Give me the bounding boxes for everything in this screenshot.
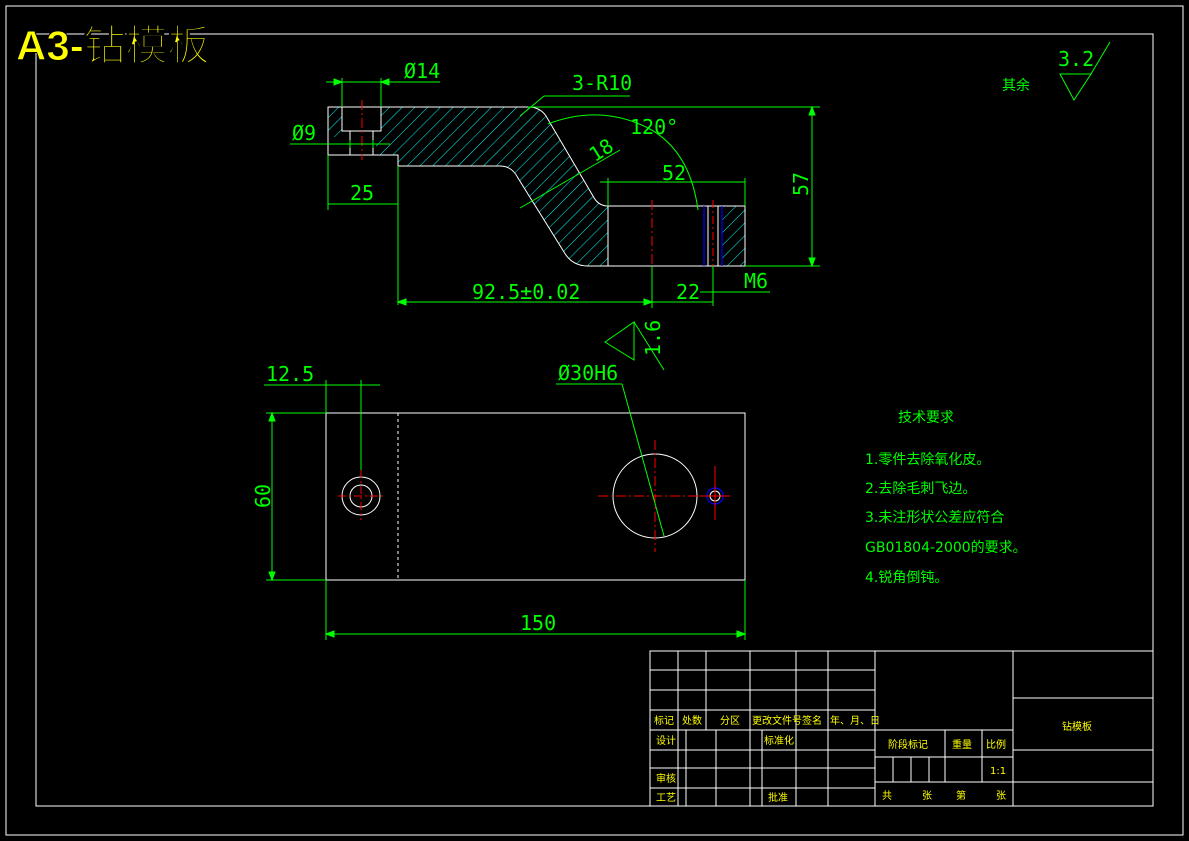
dim-r10: 3-R10 — [572, 71, 632, 95]
top-view: 12.5 Ø30H6 60 150 — [251, 361, 747, 640]
front-view: Ø14 Ø9 25 3-R10 120° 18 — [290, 59, 820, 371]
inner-border — [35, 33, 1154, 807]
dim-l22: 22 — [676, 280, 700, 304]
roughness-default: 其余 3.2 — [1002, 41, 1111, 101]
tb-total: 共 — [882, 790, 892, 802]
tech-item: 2.去除毛刺飞边。 — [865, 481, 976, 497]
tb-header: 更改文件号 — [752, 714, 802, 727]
dim-l25: 25 — [350, 181, 374, 205]
dim-d14: Ø14 — [404, 59, 440, 83]
section-hatch-right — [722, 206, 745, 266]
tb-header: 标记 — [654, 715, 674, 727]
tb-design: 设计 — [656, 734, 676, 747]
tb-stage-mark: 阶段标记 — [888, 738, 928, 751]
outer-border — [5, 5, 1184, 836]
tb-header: 处数 — [682, 714, 702, 727]
tb-process: 工艺 — [656, 792, 676, 804]
tb-sheets2: 张 — [996, 790, 1006, 802]
tb-scale-label: 比例 — [986, 738, 1006, 751]
tb-review: 审核 — [656, 772, 676, 785]
dim-h60: 60 — [251, 484, 275, 508]
dim-d30: Ø30H6 — [558, 361, 618, 385]
dim-l925: 92.5±0.02 — [472, 280, 580, 304]
tb-header: 分区 — [720, 715, 740, 727]
sheet-label: A3-钻模板 — [16, 22, 210, 69]
roughness-prefix: 其余 — [1002, 77, 1030, 94]
tb-scale-value: 1:1 — [990, 766, 1006, 777]
dim-l52: 52 — [662, 161, 686, 185]
tb-approve: 批准 — [768, 791, 788, 804]
dim-m6: M6 — [744, 269, 768, 293]
tech-item: 3.未注形状公差应符合 — [865, 509, 1004, 526]
part-name: 钻模板 — [1062, 720, 1092, 733]
dim-l150: 150 — [520, 611, 556, 635]
part-outline — [327, 106, 746, 267]
tech-requirements: 技术要求 1.零件去除氧化皮。 2.去除毛刺飞边。 3.未注形状公差应符合 GB… — [865, 410, 1027, 586]
tb-sheets1: 张 — [922, 790, 932, 802]
tb-standardization: 标准化 — [764, 734, 794, 747]
dim-d9: Ø9 — [292, 121, 316, 145]
tech-item: 4.锐角倒钝。 — [865, 570, 948, 586]
tb-header: 年、月、日 — [830, 714, 880, 727]
tech-title: 技术要求 — [898, 410, 954, 426]
tech-item: GB01804-2000的要求。 — [865, 540, 1027, 556]
dim-a120: 120° — [630, 115, 678, 139]
dim-h57: 57 — [789, 172, 813, 196]
tb-weight: 重量 — [952, 738, 972, 751]
tech-item: 1.零件去除氧化皮。 — [865, 452, 990, 468]
dim-l125: 12.5 — [266, 362, 314, 386]
roughness-default-value: 3.2 — [1058, 47, 1094, 71]
section-hatch — [328, 107, 608, 266]
roughness-local: 1.6 — [641, 320, 665, 356]
plate-outline — [325, 412, 746, 581]
title-block — [649, 650, 1154, 807]
roughness-symbol-local — [604, 321, 665, 371]
title-block-text: 标记 处数 分区 更改文件号 签名 年、月、日 设计 标准化 审核 工艺 批准 … — [654, 714, 1092, 804]
dim-t18: 18 — [585, 134, 618, 167]
tb-nth: 第 — [956, 789, 966, 802]
tb-header: 签名 — [802, 714, 822, 727]
